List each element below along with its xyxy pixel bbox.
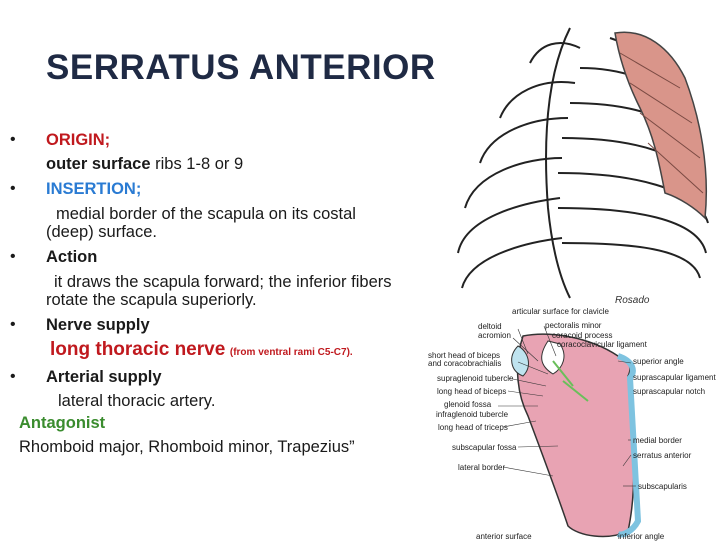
- scapula-bone: [516, 333, 635, 538]
- serratus-muscle: [614, 31, 708, 220]
- origin-heading: ORIGIN;: [46, 131, 111, 149]
- insertion-line2: (deep) surface.: [46, 223, 157, 241]
- label-medial-border: medial border: [633, 436, 682, 445]
- label-long-head-triceps: long head of triceps: [438, 423, 508, 432]
- bullet-nerve: •: [10, 316, 16, 333]
- insertion-line1: medial border of the scapula on its cost…: [56, 205, 356, 223]
- arterial-heading: Arterial supply: [46, 368, 162, 386]
- label-pectoralis-minor: pectoralis minor: [545, 321, 602, 330]
- label-deltoid: deltoid: [478, 322, 502, 331]
- origin-rest: ribs 1-8 or 9: [150, 155, 244, 173]
- insertion-heading: INSERTION;: [46, 180, 142, 198]
- label-anterior-surface: anterior surface: [476, 532, 532, 541]
- antagonist-heading: Antagonist: [19, 414, 106, 432]
- label-lateral-border: lateral border: [458, 463, 505, 472]
- slide-title: SERRATUS ANTERIOR: [46, 48, 436, 87]
- scapula-figure: articular surface for clavicle pectorali…: [428, 307, 716, 541]
- label-inferior-angle: inferior angle: [618, 532, 665, 541]
- label-superior-angle: superior angle: [633, 357, 684, 366]
- label-articular: articular surface for clavicle: [512, 307, 609, 316]
- bullet-action: •: [10, 248, 16, 265]
- nerve-note: (from ventral rami C5-C7).: [229, 347, 353, 358]
- arterial-line1: lateral thoracic artery.: [58, 392, 216, 410]
- nerve-heading: Nerve supply: [46, 316, 150, 334]
- label-supraglenoid: supraglenoid tubercle: [437, 374, 514, 383]
- bullet-insertion: •: [10, 180, 16, 197]
- label-subscapular-fossa: subscapular fossa: [452, 443, 517, 452]
- origin-bold: outer surface: [46, 155, 151, 173]
- origin-text: outer surface ribs 1-8 or 9: [46, 154, 243, 174]
- antagonist-line1: Rhomboid major, Rhomboid minor, Trapeziu…: [19, 438, 355, 456]
- label-short-head: short head of biceps: [428, 351, 500, 360]
- nerve-name: long thoracic nerve: [50, 339, 226, 360]
- label-and-coracobrachialis: and coracobrachialis: [428, 359, 501, 368]
- action-line1: it draws the scapula forward; the inferi…: [54, 273, 392, 291]
- label-suprascapular-notch: suprascapular notch: [633, 387, 705, 396]
- label-subscapularis: subscapularis: [638, 482, 687, 491]
- label-acromion: acromion: [478, 331, 511, 340]
- action-heading: Action: [46, 248, 98, 266]
- bullet-origin: •: [10, 131, 16, 148]
- bullet-arterial: •: [10, 368, 16, 385]
- label-serratus-anterior: serratus anterior: [633, 451, 692, 460]
- label-glenoid-fossa: glenoid fossa: [444, 400, 492, 409]
- action-line2: rotate the scapula superiorly.: [46, 291, 257, 309]
- signature: Rosado: [615, 295, 650, 306]
- label-long-head-biceps: long head of biceps: [437, 387, 506, 396]
- label-suprascapular-ligament: suprascapular ligament: [633, 373, 716, 382]
- label-coracoclavicular: coracoclavicular ligament: [557, 340, 648, 349]
- label-infraglenoid: infraglenoid tubercle: [436, 410, 509, 419]
- label-coracoid-process: coracoid process: [552, 331, 612, 340]
- nerve-line: long thoracic nerve (from ventral rami C…: [50, 340, 353, 363]
- ribcage-figure: Rosado: [457, 27, 709, 306]
